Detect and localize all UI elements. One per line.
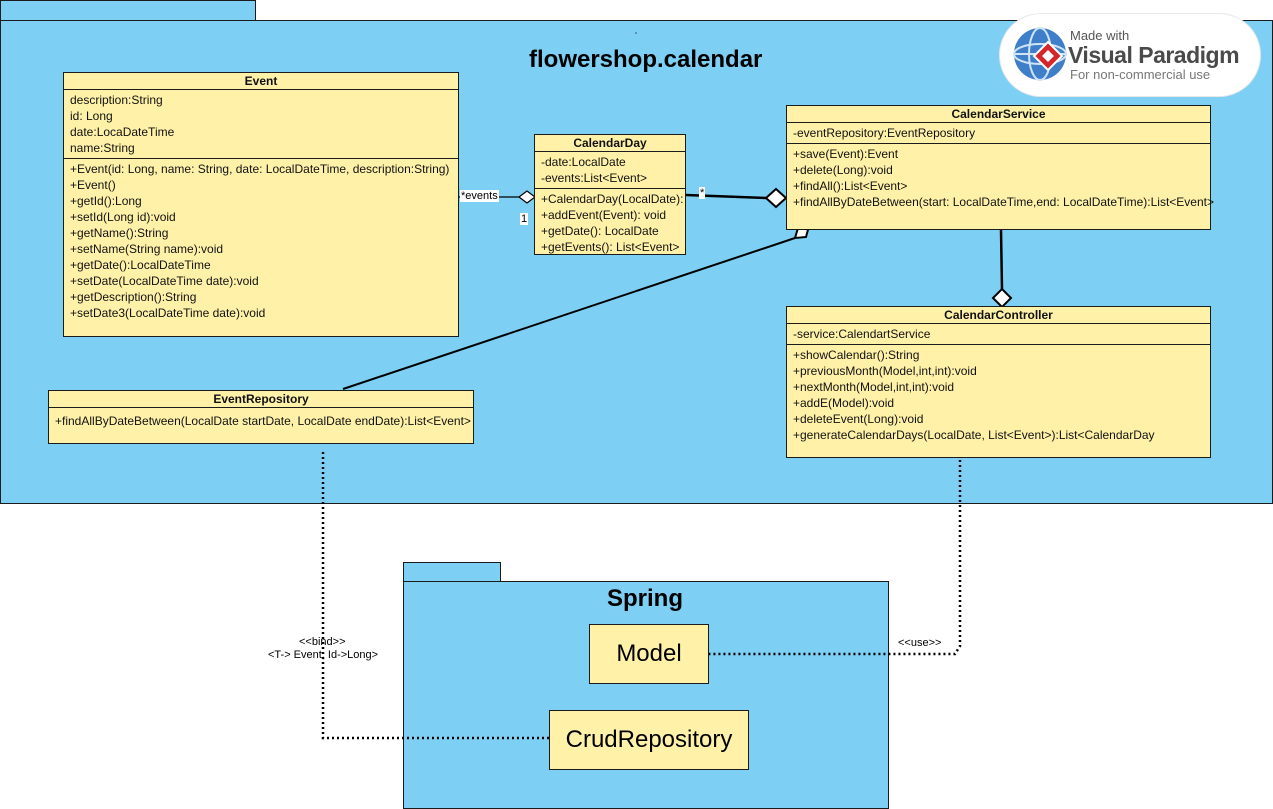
- calendar-controller-methods: +showCalendar():String +previousMonth(Mo…: [787, 345, 1210, 445]
- event-day-diamond: [518, 190, 536, 204]
- calendar-controller-method: +previousMonth(Model,int,int):void: [793, 364, 977, 378]
- bind-parameters-label: <T-> Event, Id->Long>: [268, 649, 379, 661]
- day-service-line: [685, 193, 767, 200]
- event-attributes: description:String id: Long date:LocaDat…: [64, 90, 458, 159]
- watermark-line2: Visual Paradigm: [1068, 42, 1240, 68]
- calendar-day-class-name: CalendarDay: [535, 135, 685, 152]
- calendar-day-attribute: -events:List<Event>: [541, 171, 648, 185]
- calendar-service-attribute: -eventRepository:EventRepository: [793, 126, 976, 140]
- calendar-controller-method: +generateCalendarDays(LocalDate, List<Ev…: [793, 428, 1155, 442]
- event-method: +Event(): [70, 178, 116, 192]
- day-multiplicity-label: 1: [520, 213, 529, 225]
- repo-service-line: [342, 237, 796, 390]
- event-attribute: description:String: [70, 93, 163, 107]
- calendar-controller-attributes: -service:CalendartService: [787, 324, 1210, 345]
- event-class-name: Event: [64, 73, 458, 90]
- event-attribute: id: Long: [70, 109, 113, 123]
- event-method: +setDate3(LocalDateTime date):void: [70, 306, 266, 320]
- event-class[interactable]: Event description:String id: Long date:L…: [63, 72, 459, 337]
- events-role-label: *events: [460, 190, 499, 202]
- calendar-service-method: +save(Event):Event: [793, 147, 899, 161]
- calendar-service-method: +findAllByDateBetween(start: LocalDateTi…: [793, 195, 1214, 209]
- calendar-day-method: +getDate(): LocalDate: [541, 224, 659, 238]
- calendar-day-method: +addEvent(Event): void: [541, 208, 667, 222]
- center-dot: [635, 32, 637, 34]
- visual-paradigm-watermark: Made with Visual Paradigm For non-commer…: [1000, 14, 1260, 96]
- bind-dependency-line: [321, 452, 562, 740]
- event-attribute: date:LocaDateTime: [70, 125, 175, 139]
- event-repository-methods: +findAllByDateBetween(LocalDate startDat…: [49, 408, 473, 431]
- event-method: +setDate(LocalDateTime date):void: [70, 274, 259, 288]
- model-class[interactable]: Model: [589, 624, 709, 684]
- calendar-controller-method: +showCalendar():String: [793, 348, 920, 362]
- visual-paradigm-logo-icon: [1013, 27, 1067, 81]
- event-repository-class-name: EventRepository: [49, 391, 473, 408]
- bind-stereotype-label: <<bind>>: [299, 636, 346, 648]
- calendar-day-method: +getEvents(): List<Event>: [541, 240, 680, 254]
- calendar-day-attribute: -date:LocalDate: [541, 155, 626, 169]
- event-method: +getId():Long: [70, 194, 142, 208]
- spring-package[interactable]: [403, 581, 889, 809]
- calendar-package-tab: [0, 0, 256, 21]
- event-method: +setId(Long id):void: [70, 210, 176, 224]
- calendar-day-methods: +CalendarDay(LocalDate): +addEvent(Event…: [535, 189, 685, 257]
- spring-package-tab: [403, 562, 501, 582]
- service-controller-line: [999, 229, 1004, 290]
- calendar-controller-attribute: -service:CalendartService: [793, 327, 931, 341]
- calendar-controller-method: +deleteEvent(Long):void: [793, 412, 924, 426]
- event-methods: +Event(id: Long, name: String, date: Loc…: [64, 159, 458, 323]
- calendar-service-method: +delete(Long):void: [793, 163, 893, 177]
- calendar-controller-class[interactable]: CalendarController -service:CalendartSer…: [786, 306, 1211, 458]
- service-multiplicity-label: *: [699, 187, 706, 199]
- calendar-day-method: +CalendarDay(LocalDate):: [541, 192, 684, 206]
- event-method: +setName(String name):void: [70, 242, 224, 256]
- use-dependency-line: [709, 460, 962, 656]
- event-method: +getDate():LocalDateTime: [70, 258, 211, 272]
- calendar-package-title: flowershop.calendar: [529, 46, 763, 73]
- day-service-diamond: [764, 187, 788, 209]
- event-method: +Event(id: Long, name: String, date: Loc…: [70, 162, 450, 176]
- calendar-service-class-name: CalendarService: [787, 106, 1210, 123]
- event-method: +getName():String: [70, 226, 169, 240]
- event-attribute: name:String: [70, 141, 135, 155]
- calendar-controller-class-name: CalendarController: [787, 307, 1210, 324]
- spring-package-title: Spring: [607, 585, 683, 612]
- watermark-line3: For non-commercial use: [1070, 67, 1211, 82]
- calendar-service-method: +findAll():List<Event>: [793, 179, 908, 193]
- calendar-controller-method: +addE(Model):void: [793, 396, 895, 410]
- calendar-service-methods: +save(Event):Event +delete(Long):void +f…: [787, 144, 1214, 212]
- calendar-service-attributes: -eventRepository:EventRepository: [787, 123, 1210, 144]
- crud-repository-class[interactable]: CrudRepository: [549, 710, 749, 770]
- event-repository-class[interactable]: EventRepository +findAllByDateBetween(Lo…: [48, 390, 474, 444]
- use-stereotype-label: <<use>>: [898, 637, 942, 649]
- calendar-controller-method: +nextMonth(Model,int,int):void: [793, 380, 955, 394]
- watermark-line1: Made with: [1070, 28, 1130, 43]
- calendar-day-class[interactable]: CalendarDay -date:LocalDate -events:List…: [534, 134, 686, 255]
- calendar-day-attributes: -date:LocalDate -events:List<Event>: [535, 152, 685, 189]
- event-method: +getDescription():String: [70, 290, 197, 304]
- event-repository-method: +findAllByDateBetween(LocalDate startDat…: [55, 414, 471, 428]
- service-controller-diamond: [991, 287, 1013, 309]
- calendar-service-class[interactable]: CalendarService -eventRepository:EventRe…: [786, 105, 1214, 230]
